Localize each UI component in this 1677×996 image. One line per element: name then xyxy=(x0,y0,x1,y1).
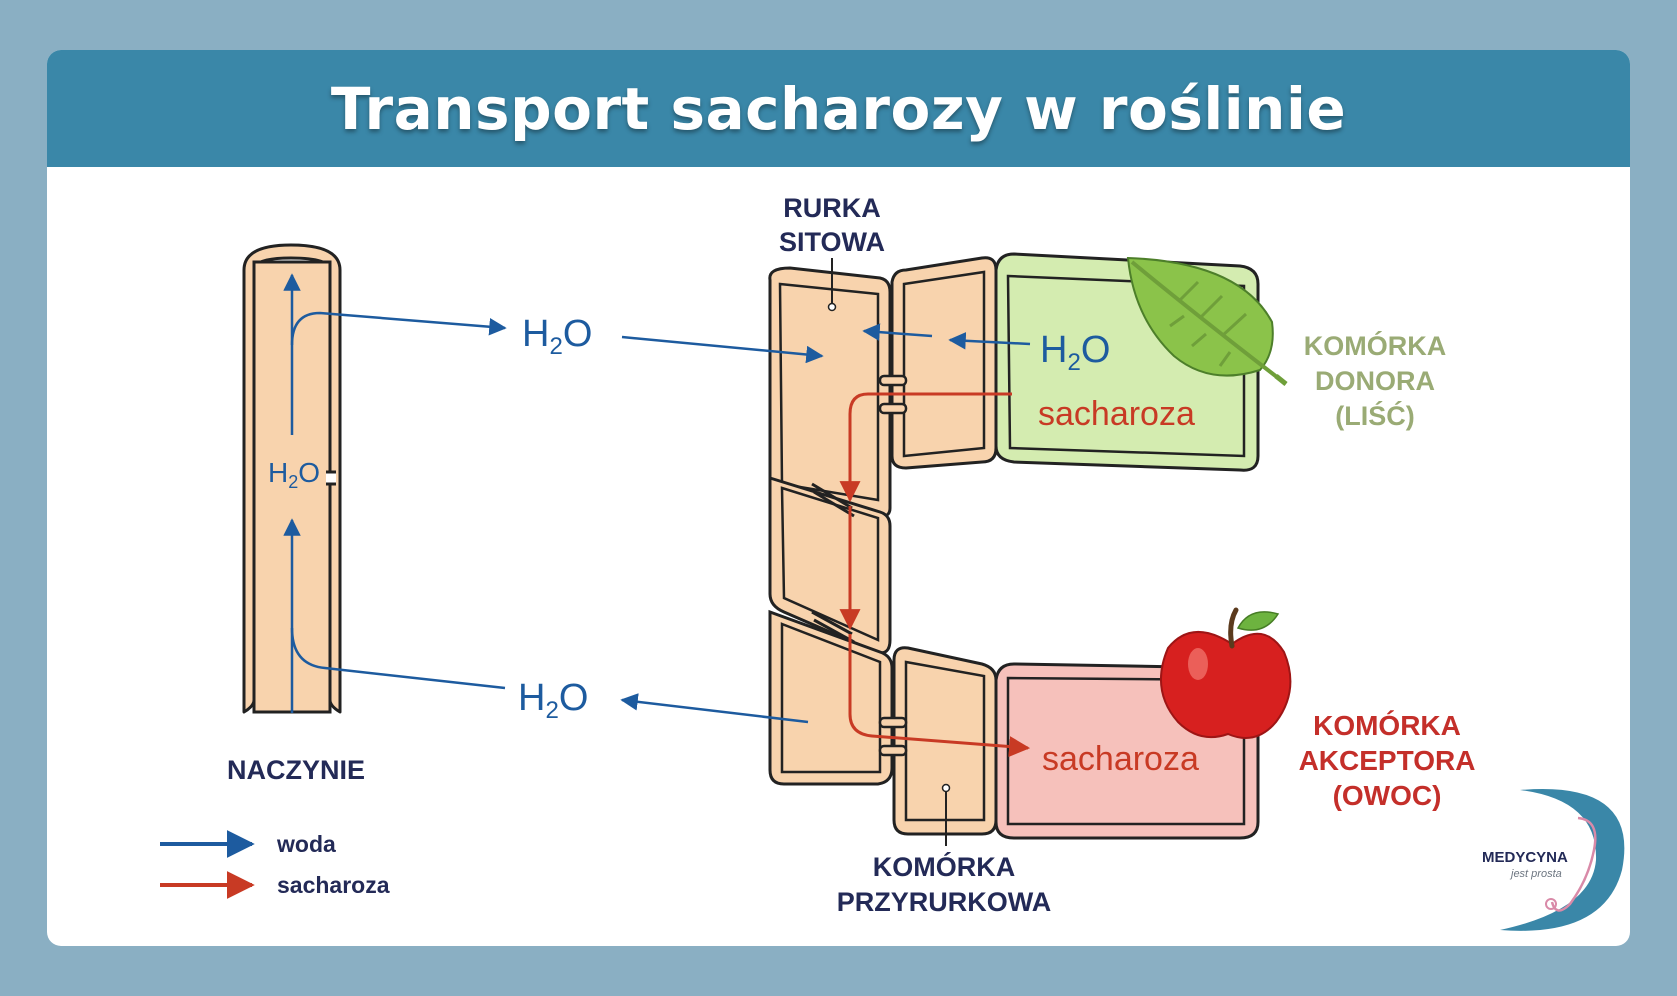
legend-sucrose-label: sacharoza xyxy=(277,872,390,898)
h2o-label-donor: H2O xyxy=(1040,329,1110,376)
legend: woda sacharoza xyxy=(160,830,390,899)
sieve-tube-label-2: SITOWA xyxy=(779,227,885,257)
acceptor-label-2: AKCEPTORA xyxy=(1299,745,1476,776)
sucrose-arrow-1 xyxy=(839,392,1012,503)
companion-label-2: PRZYRURKOWA xyxy=(837,887,1052,917)
water-back-arrow xyxy=(620,693,809,724)
donor-label-2: DONORA xyxy=(1315,366,1435,396)
sieve-tube-label-1: RURKA xyxy=(783,193,881,223)
leaf-icon xyxy=(1126,256,1288,386)
logo-line-2: jest prosta xyxy=(1509,868,1562,880)
acceptor-label-3: (OWOC) xyxy=(1333,780,1442,811)
vessel-label: NACZYNIE xyxy=(227,755,365,785)
vessel-water-flow xyxy=(283,273,507,713)
vessel-h2o-label: H2O xyxy=(268,457,320,492)
apple-icon xyxy=(1159,607,1292,739)
logo-line-1: MEDYCYNA xyxy=(1482,849,1568,866)
h2o-label-top: H2O xyxy=(522,313,592,360)
water-donor-arrow xyxy=(948,332,1031,350)
h2o-label-bottom: H2O xyxy=(518,677,588,724)
water-in-line xyxy=(290,627,506,690)
water-out-arrow xyxy=(290,311,507,346)
sieve-tube xyxy=(768,266,894,786)
sucrose-arrow-3 xyxy=(848,634,1031,758)
legend-water-label: woda xyxy=(276,831,336,857)
companion-cells xyxy=(878,256,998,836)
title-bar: Transport sacharozy w roślinie xyxy=(47,50,1630,167)
sucrose-flow xyxy=(839,392,1031,758)
donor-label-1: KOMÓRKA xyxy=(1304,330,1447,361)
sucrose-label-acceptor: sacharoza xyxy=(1042,740,1199,778)
water-companion-arrow xyxy=(862,323,933,341)
acceptor-label-1: KOMÓRKA xyxy=(1313,710,1461,741)
water-to-sieve-arrow xyxy=(621,335,824,364)
sucrose-label-donor: sacharoza xyxy=(1038,395,1195,433)
companion-label-1: KOMÓRKA xyxy=(873,851,1016,882)
water-flow-arrows xyxy=(620,323,1031,724)
donor-label-3: (LIŚĆ) xyxy=(1335,400,1414,431)
page-title: Transport sacharozy w roślinie xyxy=(330,74,1347,143)
logo: MEDYCYNA jest prosta xyxy=(1482,789,1625,931)
